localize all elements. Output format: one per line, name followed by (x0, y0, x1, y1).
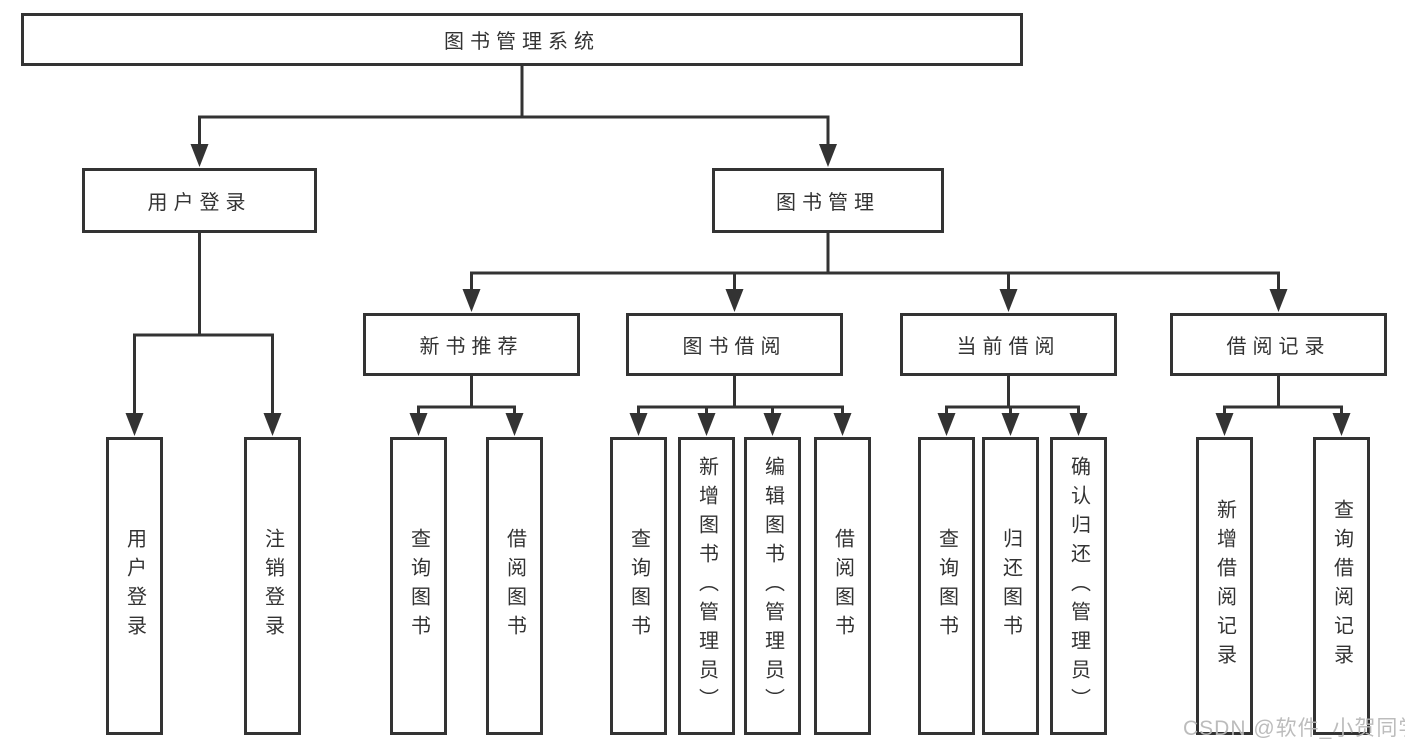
node-leaf-return-book: 归还图书 (982, 437, 1039, 735)
arrowhead-down-book-borrow (725, 289, 744, 312)
arrowhead-down-leaf-edit-book (763, 413, 782, 436)
node-book-borrow: 图书借阅 (626, 313, 843, 376)
node-leaf-add-book: 新增图书（管理员） (678, 437, 735, 735)
node-label-leaf-user-login: 用户登录 (123, 528, 146, 644)
node-label-leaf-add-book: 新增图书（管理员） (695, 455, 718, 717)
node-label-leaf-query-book-cur: 查询图书 (935, 528, 958, 644)
node-label-user-login: 用户登录 (147, 192, 252, 214)
node-leaf-query-book-b: 查询图书 (610, 437, 667, 735)
arrowhead-down-leaf-borrow-book-rec (505, 413, 524, 436)
node-label-leaf-borrow-book-rec: 借阅图书 (503, 528, 526, 644)
node-label-book-mgmt: 图书管理 (776, 192, 880, 214)
node-root: 图书管理系统 (21, 13, 1023, 66)
arrowhead-down-user-login (190, 144, 209, 167)
node-label-current-borrow: 当前借阅 (956, 336, 1061, 358)
node-label-leaf-query-book-b: 查询图书 (627, 528, 650, 644)
node-label-root: 图书管理系统 (444, 31, 600, 53)
node-user-login: 用户登录 (82, 168, 317, 233)
node-label-leaf-add-record: 新增借阅记录 (1213, 499, 1236, 673)
arrowhead-down-leaf-query-book-cur (937, 413, 956, 436)
node-label-new-book-rec: 新书推荐 (419, 336, 524, 358)
arrowhead-down-book-mgmt (819, 144, 837, 167)
arrowhead-down-current-borrow (999, 289, 1018, 312)
node-borrow-records: 借阅记录 (1170, 313, 1387, 376)
node-leaf-user-login: 用户登录 (106, 437, 163, 735)
node-leaf-add-record: 新增借阅记录 (1196, 437, 1253, 735)
node-leaf-borrow-book-b: 借阅图书 (814, 437, 871, 735)
node-label-leaf-logout: 注销登录 (261, 528, 284, 644)
arrowhead-down-leaf-logout (263, 413, 282, 436)
arrowhead-down-leaf-user-login (125, 413, 144, 436)
node-label-leaf-confirm-return: 确认归还（管理员） (1067, 455, 1090, 717)
arrowhead-down-leaf-borrow-book-b (833, 413, 852, 436)
arrowhead-down-leaf-return-book (1001, 413, 1020, 436)
arrowhead-down-leaf-confirm-return (1069, 413, 1088, 436)
arrowhead-down-leaf-query-book-rec (409, 413, 428, 436)
node-label-leaf-query-record: 查询借阅记录 (1330, 499, 1353, 673)
arrowhead-down-leaf-add-record (1215, 413, 1234, 436)
watermark: CSDN @软件_小贺同学 (1183, 717, 1405, 740)
node-leaf-confirm-return: 确认归还（管理员） (1050, 437, 1107, 735)
node-label-borrow-records: 借阅记录 (1226, 336, 1331, 358)
arrowhead-down-leaf-add-book (697, 413, 716, 436)
node-leaf-logout: 注销登录 (244, 437, 301, 735)
arrowhead-down-leaf-query-book-b (629, 413, 648, 436)
node-label-leaf-query-book-rec: 查询图书 (407, 528, 430, 644)
node-leaf-query-record: 查询借阅记录 (1313, 437, 1370, 735)
node-label-leaf-borrow-book-b: 借阅图书 (831, 528, 854, 644)
node-book-mgmt: 图书管理 (712, 168, 944, 233)
node-leaf-borrow-book-rec: 借阅图书 (486, 437, 543, 735)
arrowhead-down-new-book-rec (462, 289, 481, 312)
node-current-borrow: 当前借阅 (900, 313, 1117, 376)
node-label-leaf-return-book: 归还图书 (999, 528, 1022, 644)
node-leaf-query-book-rec: 查询图书 (390, 437, 447, 735)
arrowhead-down-borrow-records (1269, 289, 1288, 312)
node-label-book-borrow: 图书借阅 (682, 336, 787, 358)
node-leaf-query-book-cur: 查询图书 (918, 437, 975, 735)
node-new-book-rec: 新书推荐 (363, 313, 580, 376)
arrowhead-down-leaf-query-record (1332, 413, 1351, 436)
node-leaf-edit-book: 编辑图书（管理员） (744, 437, 801, 735)
node-label-leaf-edit-book: 编辑图书（管理员） (761, 455, 784, 717)
